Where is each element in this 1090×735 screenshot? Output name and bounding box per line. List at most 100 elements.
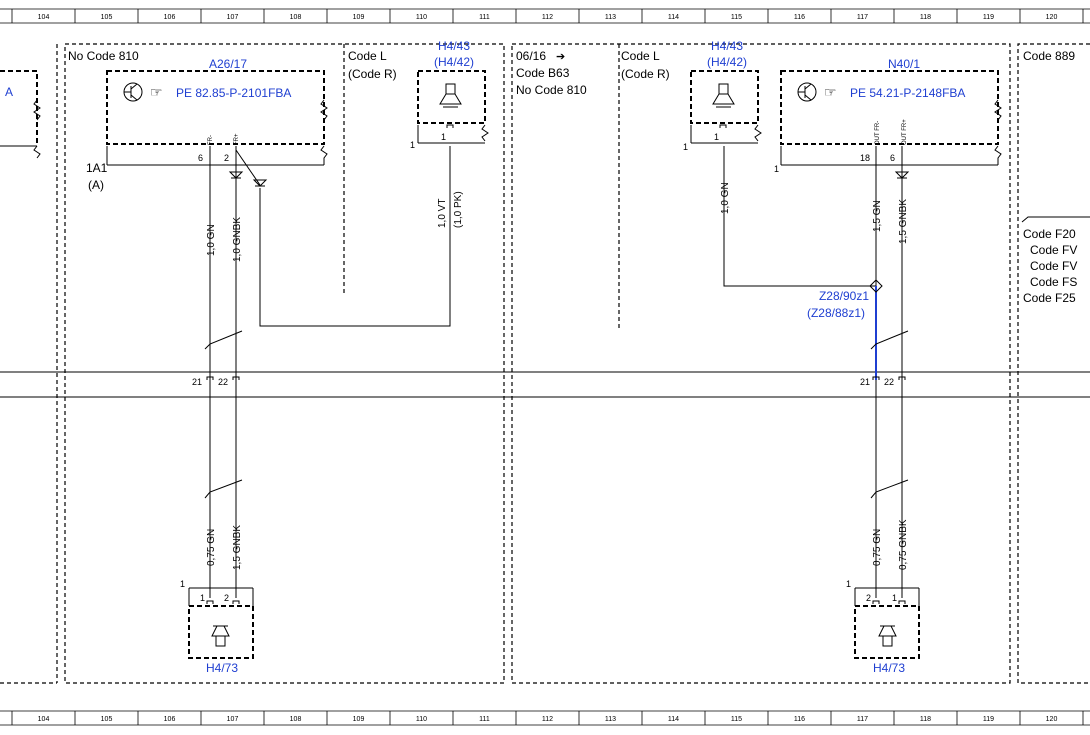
left-speaker-pin-a: 1 (200, 593, 205, 603)
wire-right-horn-gn: 1,0 GN (720, 182, 731, 214)
grid-column-label: 110 (416, 14, 427, 21)
left-module-doc-ref[interactable]: PE 82.85-P-2101FBA (176, 86, 291, 100)
far-right-code-5: Code F25 (1023, 291, 1076, 305)
arrow-right-icon: ➔ (556, 51, 565, 63)
far-left-fragment: A (0, 70, 41, 159)
grid-column-label: 112 (542, 716, 553, 723)
grid-column-label: 109 (353, 14, 365, 21)
right-speaker-pin-b: 1 (892, 593, 897, 603)
grid-column-label: 105 (101, 14, 113, 21)
right-module-doc-ref[interactable]: PE 54.21-P-2148FBA (850, 86, 965, 100)
wire-left-low-gn: 0,75 GN (206, 529, 217, 566)
right-horn-code: Code L (621, 49, 660, 63)
grid-column-label: 118 (920, 14, 931, 21)
left-inline-pin-a: 21 (192, 377, 202, 387)
left-pin-a: 6 (198, 153, 203, 163)
grid-column-label: 106 (164, 14, 176, 21)
left-pin-a-name: FR- (208, 135, 214, 145)
left-horn-code-sub: (Code R) (348, 67, 397, 81)
left-horn-conn: 1 (410, 140, 415, 150)
separation-band (0, 371, 1090, 398)
grid-column-label: 107 (227, 716, 239, 723)
left-pin-b-name: FR+ (234, 133, 240, 145)
right-pin-a-name: OUT FR- (875, 121, 881, 145)
wire-right-gnbk: 1,5 GNBK (898, 199, 909, 244)
pointing-hand-icon: ☞ (150, 84, 163, 100)
splice-id: Z28/90z1 (819, 289, 869, 303)
grid-column-label: 105 (101, 716, 113, 723)
left-pin-b: 2 (224, 153, 229, 163)
grid-column-label: 114 (668, 14, 679, 21)
splice-icon (869, 279, 883, 293)
far-right-code-3: Code FV (1030, 259, 1077, 273)
grid-column-label: 112 (542, 14, 553, 21)
mid-code: Code B63 (516, 66, 570, 80)
wire-right-low-gnbk: 0,75 GNBK (898, 519, 909, 570)
left-horn-pin: 1 (441, 132, 446, 142)
grid-column-label: 118 (920, 716, 931, 723)
wire-left-gn: 1,0 GN (206, 224, 217, 256)
left-module-id: A26/17 (209, 57, 247, 71)
wire-left-gnbk: 1,0 GNBK (232, 217, 243, 262)
right-horn-code-sub: (Code R) (621, 67, 670, 81)
grid-column-label: 117 (857, 14, 868, 21)
speaker-icon (878, 625, 897, 647)
grid-column-label: 104 (38, 716, 50, 723)
transistor-icon (123, 82, 143, 102)
far-left-fragment-label: A (5, 85, 13, 99)
right-pin-b: 6 (890, 153, 895, 163)
grid-column-label: 110 (416, 716, 427, 723)
section-frames (0, 43, 1090, 684)
far-right-code: Code 889 (1023, 49, 1075, 63)
wire-horn-pk: (1,0 PK) (453, 191, 464, 228)
right-horn-id: H4/43 (711, 39, 743, 53)
grid-column-label: 116 (794, 716, 805, 723)
grid-column-label: 120 (1046, 14, 1058, 21)
right-horn-pin: 1 (714, 132, 719, 142)
mid-section: 06/16 ➔ Code B63 No Code 810 (516, 49, 587, 97)
grid-column-label: 114 (668, 716, 679, 723)
right-speaker: 1 2 1 H4/73 (846, 579, 920, 675)
left-speaker-pin-b: 2 (224, 593, 229, 603)
right-wiring: 21 22 Z28/90z1 (Z28/88z1) 1,5 GN 1,5 GNB… (807, 146, 910, 598)
left-speaker-id: H4/73 (206, 661, 238, 675)
pointing-hand-icon: ☞ (824, 84, 837, 100)
grid-column-label: 113 (605, 14, 616, 21)
right-horn-conn: 1 (683, 142, 688, 152)
grid-column-label: 107 (227, 14, 239, 21)
grid-column-label: 106 (164, 716, 176, 723)
grid-column-label: 117 (857, 716, 868, 723)
left-inline-pin-b: 22 (218, 377, 228, 387)
left-wiring: 21 22 1,0 GN 1,0 GNBK 0,75 GN 1,5 GNBK (192, 146, 451, 598)
wire-right-low-gn: 0,75 GN (872, 529, 883, 566)
left-horn-id: H4/43 (438, 39, 470, 53)
grid-column-label: 109 (353, 716, 365, 723)
grid-column-label: 108 (290, 14, 302, 21)
right-pin-a: 18 (860, 153, 870, 163)
grid-column-label: 115 (731, 716, 742, 723)
far-right-code-1: Code F20 (1023, 227, 1076, 241)
grid-column-label: 119 (983, 716, 994, 723)
grid-column-label: 116 (794, 14, 805, 21)
far-right-section: Code 889 Code F20 Code FV Code FV Code F… (1021, 49, 1090, 305)
mid-no-code: No Code 810 (516, 83, 587, 97)
left-horn-code: Code L (348, 49, 387, 63)
right-speaker-conn: 1 (846, 579, 851, 589)
right-inline-pin-b: 22 (884, 377, 894, 387)
grid-column-label: 108 (290, 716, 302, 723)
speaker-icon (211, 625, 230, 647)
transistor-icon (797, 82, 817, 102)
far-right-code-4: Code FS (1030, 275, 1077, 289)
right-module: N40/1 ☞ PE 54.21-P-2148FBA OUT FR- OUT F… (774, 57, 1002, 174)
grid-column-label: 111 (479, 716, 490, 723)
grid-column-label: 120 (1046, 716, 1058, 723)
right-speaker-id: H4/73 (873, 661, 905, 675)
right-inline-pin-a: 21 (860, 377, 870, 387)
left-horn-id-alt: (H4/42) (434, 55, 474, 69)
right-pin-b-name: OUT FR+ (902, 119, 908, 145)
left-speaker-conn: 1 (180, 579, 185, 589)
mid-date-label: 06/16 (516, 49, 546, 63)
wire-left-low-gnbk: 1,5 GNBK (232, 525, 243, 570)
